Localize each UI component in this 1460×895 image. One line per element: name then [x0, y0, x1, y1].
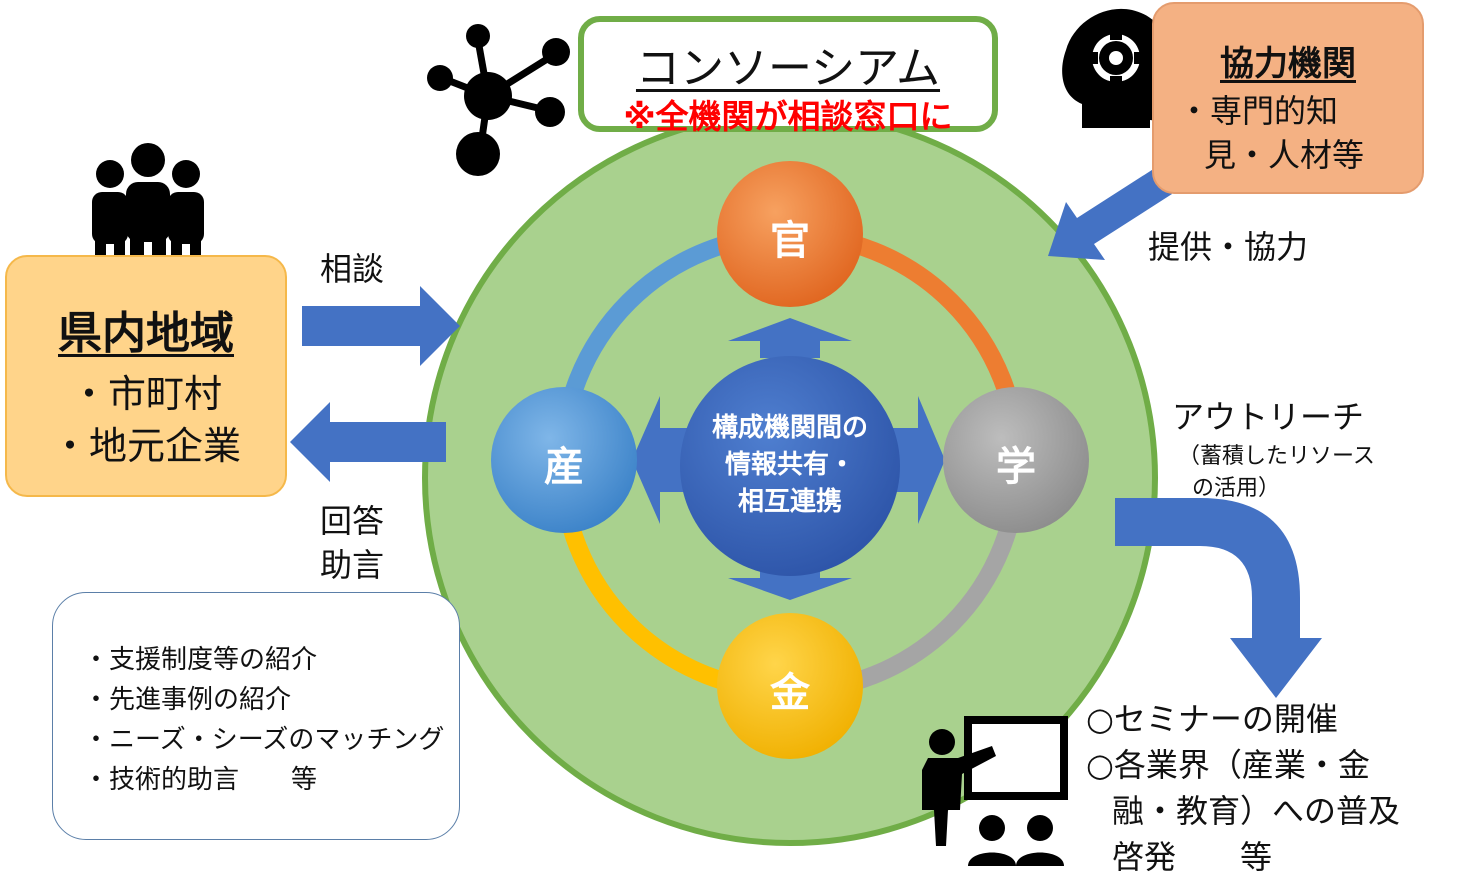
- finance-node: [717, 613, 863, 759]
- outreach-sub-label: （蓄積したリソース: [1178, 444, 1375, 469]
- provide-label: 提供・協力: [1148, 228, 1309, 266]
- center-label: 構成機関間の 情報共有・ 相互連携: [680, 410, 900, 521]
- result-item: 啓発 等: [1112, 838, 1273, 876]
- region-title: 県内地域: [58, 308, 234, 359]
- outreach-sub-label: の活用）: [1192, 476, 1281, 501]
- industry-node: [491, 387, 637, 533]
- region-box: 県内地域 ・市町村 ・地元企業: [5, 255, 287, 497]
- government-label: 官: [770, 218, 810, 264]
- partner-item: ・専門的知: [1178, 92, 1339, 130]
- consult-arrow: [302, 286, 460, 366]
- partner-title: 協力機関: [1220, 44, 1356, 84]
- center-node: [680, 356, 900, 576]
- answer-label: 回答: [320, 502, 385, 540]
- support-item: ・ニーズ・シーズのマッチング: [83, 725, 445, 755]
- outreach-label: アウトリーチ: [1172, 398, 1365, 436]
- academia-node: [943, 387, 1089, 533]
- presenter-icon: [922, 716, 1068, 866]
- provide-arrow: [1048, 168, 1172, 260]
- center-label-line: 構成機関間の: [711, 413, 868, 443]
- answer-arrow: [290, 402, 446, 482]
- partner-item: 見・人材等: [1204, 136, 1365, 174]
- outreach-arrow: [1115, 498, 1322, 698]
- consult-label: 相談: [320, 250, 385, 288]
- support-item: ・支援制度等の紹介: [83, 645, 318, 675]
- result-item: 融・教育）への普及: [1112, 792, 1401, 830]
- center-arrows: [632, 318, 945, 600]
- center-label-line: 情報共有・: [724, 450, 855, 480]
- region-item: ・地元企業: [50, 424, 241, 468]
- partner-box: 協力機関 ・専門的知 見・人材等: [1152, 2, 1424, 194]
- consortium-title-box: コンソーシアム ※全機関が相談窓口に: [578, 16, 998, 136]
- result-item: ○各業界（産業・金: [1086, 746, 1370, 784]
- support-item: ・先進事例の紹介: [83, 685, 292, 715]
- center-label-line: 相互連携: [737, 487, 842, 517]
- consortium-title: コンソーシアム: [635, 43, 941, 94]
- advice-label: 助言: [320, 546, 385, 584]
- government-node: [717, 161, 863, 307]
- result-item: ○セミナーの開催: [1086, 700, 1338, 738]
- academia-label: 学: [996, 444, 1036, 490]
- support-item: ・技術的助言 等: [83, 765, 318, 795]
- network-icon: [427, 24, 570, 176]
- region-item: ・市町村: [69, 372, 222, 416]
- industry-label: 産: [544, 444, 584, 490]
- finance-label: 金: [770, 670, 810, 716]
- support-list-box: ・支援制度等の紹介 ・先進事例の紹介 ・ニーズ・シーズのマッチング ・技術的助言…: [52, 592, 460, 840]
- consortium-note: ※全機関が相談窓口に: [623, 97, 953, 136]
